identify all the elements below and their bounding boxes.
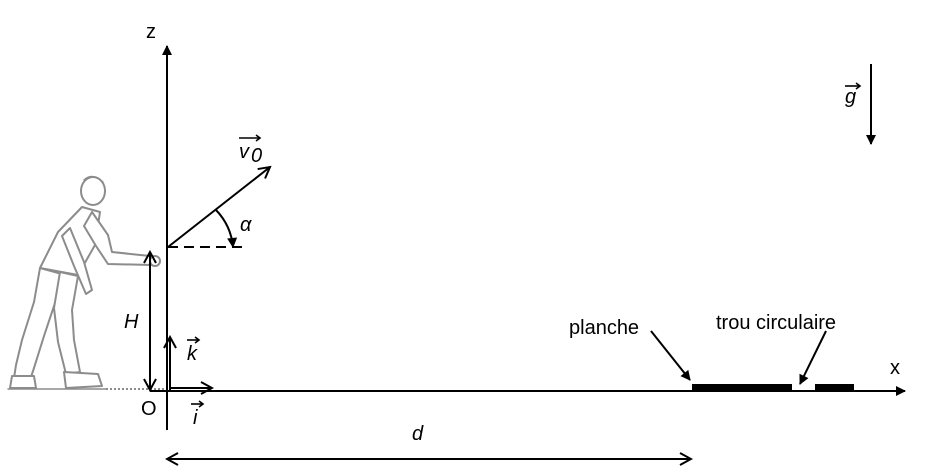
svg-text:k: k xyxy=(187,343,198,365)
board-pointer xyxy=(650,330,691,381)
thrower-front-foot xyxy=(63,371,103,389)
thrower-back-leg xyxy=(13,267,63,381)
board-label: planche xyxy=(569,317,639,339)
angle-label: α xyxy=(240,214,252,236)
hole-pointer xyxy=(799,330,827,385)
angle-arc xyxy=(215,209,238,248)
velocity-label: v 0 xyxy=(239,134,262,167)
thrower-hand xyxy=(149,255,161,267)
x-axis-label: x xyxy=(890,357,900,379)
thrower-back-foot xyxy=(9,375,37,389)
distance-label: d xyxy=(412,423,424,445)
board-after-hole xyxy=(815,384,854,390)
svg-text:g: g xyxy=(845,86,856,108)
unit-i-label: i xyxy=(191,400,205,429)
svg-text:0: 0 xyxy=(251,145,262,167)
hole-label: trou circulaire xyxy=(716,312,836,334)
thrower-front-arm xyxy=(83,211,153,266)
velocity-vector xyxy=(167,167,270,248)
gravity-label: g xyxy=(845,82,862,108)
svg-text:v: v xyxy=(239,141,250,163)
height-label: H xyxy=(124,311,139,333)
unit-k-label: k xyxy=(187,336,201,365)
board xyxy=(692,384,792,390)
origin-label: O xyxy=(141,398,157,420)
thrower-front-leg xyxy=(53,271,81,375)
svg-text:i: i xyxy=(193,407,198,429)
thrower-figure xyxy=(7,175,168,390)
thrower-back-arm xyxy=(61,227,93,295)
z-axis-label: z xyxy=(146,21,156,43)
